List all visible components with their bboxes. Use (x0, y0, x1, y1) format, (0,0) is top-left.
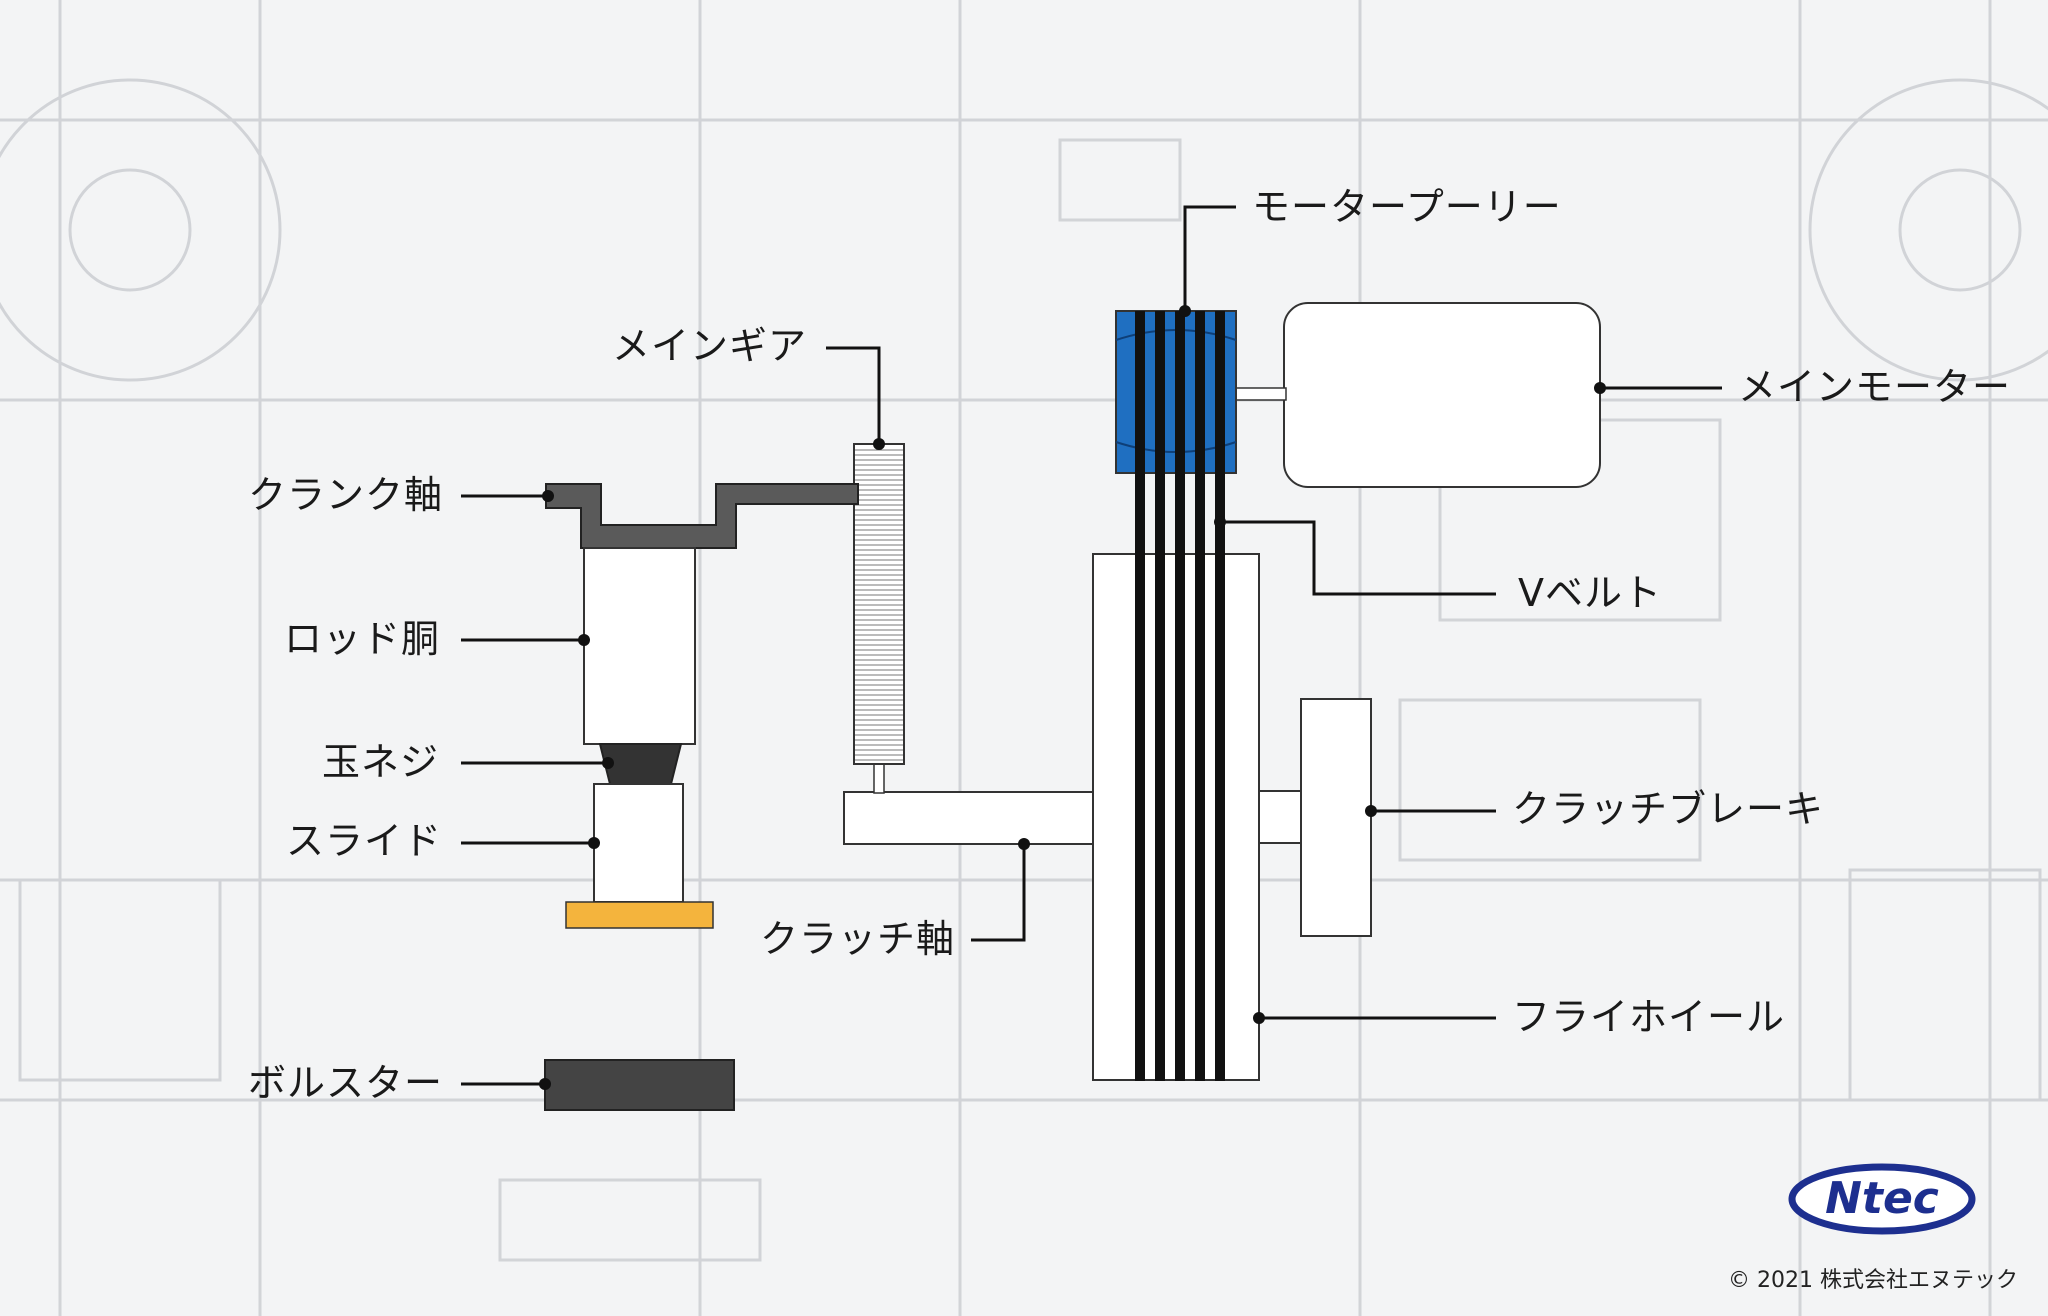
label-rod-body: ロッド胴 (284, 617, 441, 661)
main-gear (853, 443, 905, 765)
leader-lines (461, 205, 1722, 1086)
v-belt-strand (1215, 311, 1225, 1081)
label-slide: スライド (286, 819, 443, 863)
main-gear-teeth (855, 449, 903, 761)
bolster (544, 1059, 735, 1111)
gear-connector (873, 762, 885, 794)
label-crankshaft: クランク軸 (248, 473, 444, 517)
leader-dots (539, 305, 1606, 1090)
slide (593, 783, 684, 903)
motor-shaft (1233, 387, 1287, 401)
main-motor (1283, 302, 1601, 488)
rod-body (583, 547, 696, 745)
ntec-logo-text: Ntec (1825, 1173, 1939, 1224)
clutch-brake-shaft (1258, 790, 1303, 844)
label-ball-screw: 玉ネジ (322, 740, 440, 784)
clutch-shaft (843, 791, 1094, 845)
label-motor-pulley: モータープーリー (1252, 185, 1562, 229)
v-belt-strand (1195, 311, 1205, 1081)
ntec-logo: Ntec (1788, 1163, 1976, 1235)
label-clutch-brake: クラッチブレーキ (1512, 787, 1825, 831)
slide-plate (565, 901, 714, 929)
v-belt-strand (1135, 311, 1145, 1081)
label-bolster: ボルスター (248, 1061, 444, 1105)
v-belt (1135, 311, 1225, 1081)
label-clutch-shaft: クラッチ軸 (760, 917, 956, 961)
label-flywheel: フライホイール (1512, 995, 1786, 1039)
label-main-gear: メインギア (612, 324, 808, 368)
copyright: © 2021 株式会社エヌテック (1728, 1268, 2018, 1293)
crankshaft (545, 483, 859, 549)
clutch-brake (1300, 698, 1372, 937)
v-belt-strand (1175, 311, 1185, 1081)
label-main-motor: メインモーター (1738, 365, 2012, 409)
v-belt-strand (1155, 311, 1165, 1081)
label-v-belt: Vベルト (1518, 571, 1662, 615)
